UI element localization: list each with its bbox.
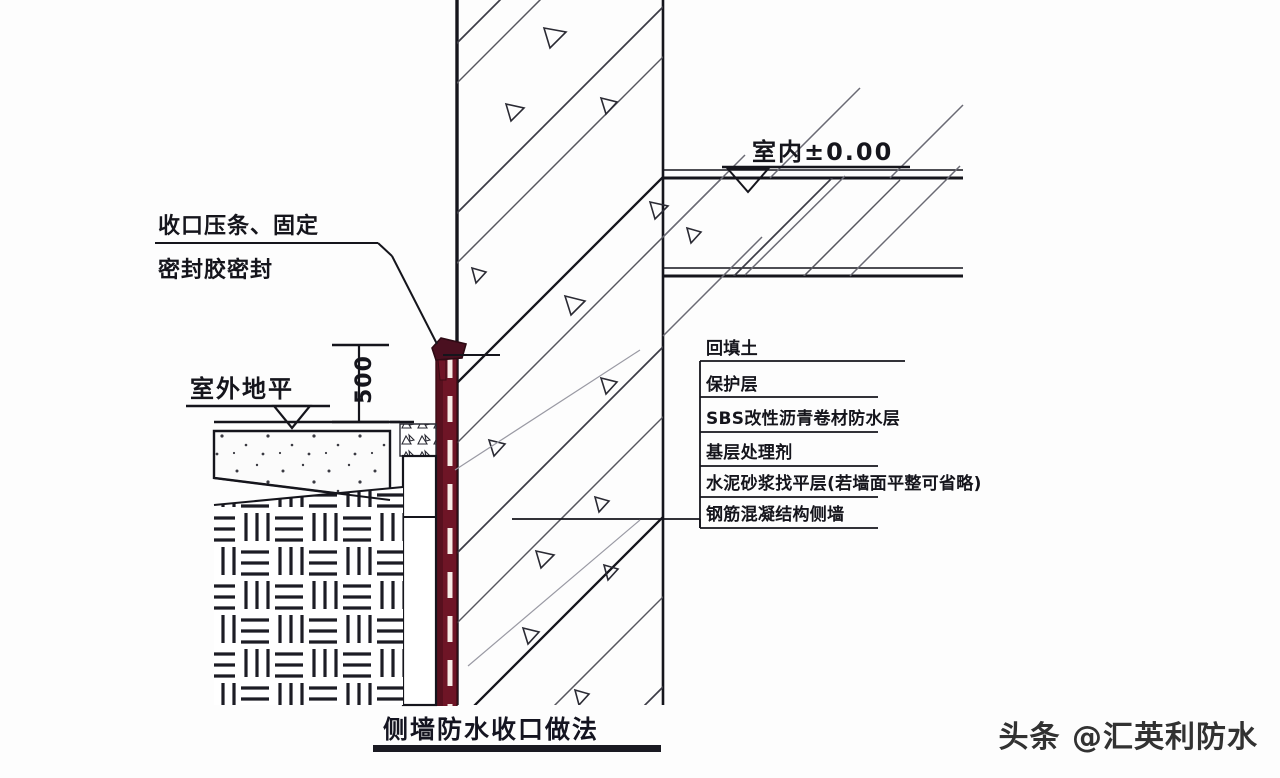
indoor-level-label: 室内±0.00	[752, 138, 894, 166]
termination-note-line-1: 收口压条、固定	[158, 214, 320, 239]
legend-item-rc-side-wall: 钢筋混凝结构侧墙	[706, 505, 845, 525]
legend-item-cement-screed: 水泥砂浆找平层(若墙面平整可省略)	[706, 474, 982, 494]
legend-item-sbs-membrane: SBS改性沥青卷材防水层	[706, 409, 901, 429]
legend-guide-hairlines	[454, 349, 641, 667]
level-triangle-icon-outdoor	[186, 404, 330, 430]
legend-item-protection-layer: 保护层	[706, 375, 758, 395]
level-triangle-icon-indoor	[722, 165, 910, 194]
caption-underline	[373, 745, 661, 752]
drawing-caption: 侧墙防水收口做法	[383, 715, 600, 744]
outdoor-grade-label: 室外地平	[190, 375, 294, 403]
protection-board-strip	[401, 454, 438, 707]
legend-leader-lines	[512, 360, 905, 529]
termination-note-line-2: 密封胶密封	[158, 258, 274, 283]
legend-item-backfill: 回填土	[706, 339, 758, 359]
sbs-waterproof-membrane	[435, 344, 458, 706]
dimension-500-text: 500	[352, 355, 377, 404]
concrete-triangle-hatch-icon	[470, 26, 703, 705]
leader-termination-note	[155, 242, 438, 345]
interior-ground-hatch	[662, 87, 964, 337]
dimension-500	[332, 343, 389, 424]
reinforced-concrete-wall	[455, 0, 963, 705]
legend-item-primer: 基层处理剂	[706, 443, 793, 463]
gravel-wedge	[399, 423, 437, 457]
watermark-text: 头条 @汇英利防水	[998, 720, 1258, 755]
backfill-soil	[213, 477, 404, 705]
